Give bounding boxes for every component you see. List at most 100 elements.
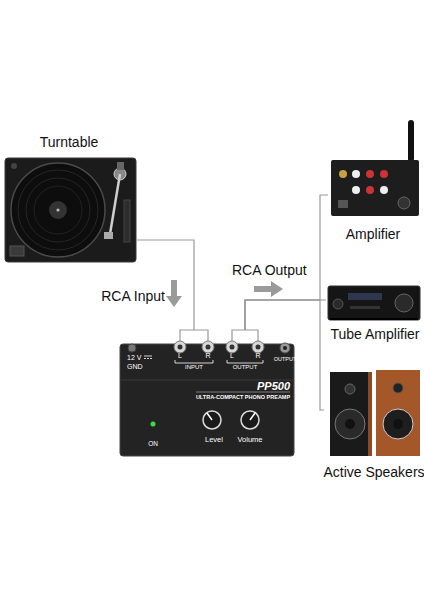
woofer	[335, 409, 365, 439]
pitch-slider	[124, 200, 130, 242]
receiver-node: Tube Amplifier	[326, 283, 424, 321]
channel-label: L	[178, 352, 182, 360]
port-label: INPUT	[185, 364, 203, 371]
rca-jack-hole	[178, 345, 183, 350]
speaker-cabinet	[330, 372, 372, 456]
model-name: PP500	[257, 380, 290, 393]
port-label: OUTPUT	[233, 364, 258, 371]
tweeter	[393, 383, 403, 393]
rca-jack-hole	[256, 345, 261, 350]
tweeter	[345, 384, 355, 394]
rca-jack-hole	[230, 345, 235, 350]
signal-label: RCA Input	[101, 288, 165, 304]
dc-symbol	[144, 356, 152, 357]
device-label: Turntable	[40, 134, 99, 150]
woofer	[383, 409, 413, 439]
counterweight	[117, 162, 124, 170]
dc-symbol	[144, 358, 152, 359]
jack	[366, 186, 374, 194]
knob-pointer	[250, 413, 255, 420]
speaker-cabinet	[376, 370, 420, 456]
channel-label: R	[205, 352, 210, 360]
rca-jack	[174, 341, 186, 353]
ground-label: GND	[127, 363, 143, 371]
power-socket	[398, 197, 410, 209]
power-led	[151, 422, 156, 427]
volume-knob	[395, 294, 413, 312]
knob-label: Volume	[237, 436, 262, 445]
woofer-cap	[393, 419, 403, 429]
signal-wire	[245, 300, 324, 410]
turntable-node: Turntable	[3, 155, 136, 263]
spindle	[56, 208, 59, 211]
port	[338, 200, 348, 208]
output-jack	[280, 343, 290, 353]
rca-jack	[202, 341, 214, 353]
rca-jack	[226, 341, 238, 353]
bracket	[175, 360, 213, 363]
antenna	[408, 120, 414, 162]
jack	[380, 186, 388, 194]
turntable-illustration	[5, 158, 136, 262]
device-label: Amplifier	[346, 226, 400, 242]
led-label: ON	[148, 440, 158, 447]
woofer-cap	[345, 419, 355, 429]
tonearm	[110, 174, 120, 234]
speakers-node: Active Speakers	[324, 368, 424, 458]
knob	[333, 299, 343, 309]
volume-knob	[241, 411, 259, 429]
speakers-illustration	[330, 370, 420, 456]
product-subtitle: ULTRA-COMPACT PHONO PREAMP	[196, 394, 290, 400]
power-label: 12 V	[127, 354, 141, 362]
bracket	[227, 360, 263, 363]
output-jack-hole	[283, 346, 287, 350]
jack	[352, 170, 360, 178]
channel-label: L	[230, 352, 234, 360]
receiver-body	[328, 286, 420, 320]
amplifier-illustration	[331, 120, 419, 216]
input-lead	[180, 330, 208, 341]
rca-jack-hole	[206, 345, 211, 350]
jack-leads	[180, 330, 258, 341]
headshell	[104, 232, 113, 239]
preamp-body	[120, 344, 294, 456]
knob-label: Level	[205, 436, 223, 445]
signal-wire	[136, 240, 194, 330]
speaker-side	[368, 372, 372, 456]
output-lead	[232, 330, 258, 341]
flow-arrow	[254, 281, 283, 297]
preamp-illustration	[120, 341, 294, 456]
receiver-illustration	[328, 286, 420, 320]
device-label: Active Speakers	[323, 464, 424, 480]
base	[330, 318, 418, 320]
jack	[339, 170, 347, 178]
power-socket	[128, 344, 136, 352]
record-groove	[18, 170, 98, 250]
record-groove	[26, 178, 90, 242]
channel-label: R	[255, 352, 260, 360]
amplifier-body	[331, 160, 419, 216]
turntable-plinth	[5, 158, 136, 262]
jack	[380, 170, 388, 178]
port-label: OUTPUT	[274, 356, 297, 362]
display	[348, 293, 382, 300]
amplifier-node: Amplifier	[328, 150, 422, 218]
level-knob	[203, 411, 221, 429]
strobe-light	[11, 163, 17, 169]
start-button	[10, 246, 24, 256]
signal-wire	[245, 300, 326, 330]
record-groove	[34, 186, 82, 234]
record-label	[49, 201, 67, 219]
flow-arrow	[166, 280, 182, 307]
signal-label: RCA Output	[232, 262, 307, 278]
jack	[352, 186, 360, 194]
knob-pointer	[207, 413, 212, 420]
device-label: Tube Amplifier	[331, 326, 420, 342]
rca-jack	[252, 341, 264, 353]
jack	[366, 170, 374, 178]
preamp-node: 12 VGNDLRINPUTLROUTPUTOUTPUTPP500ULTRA-C…	[120, 330, 295, 456]
buttons	[350, 306, 380, 309]
